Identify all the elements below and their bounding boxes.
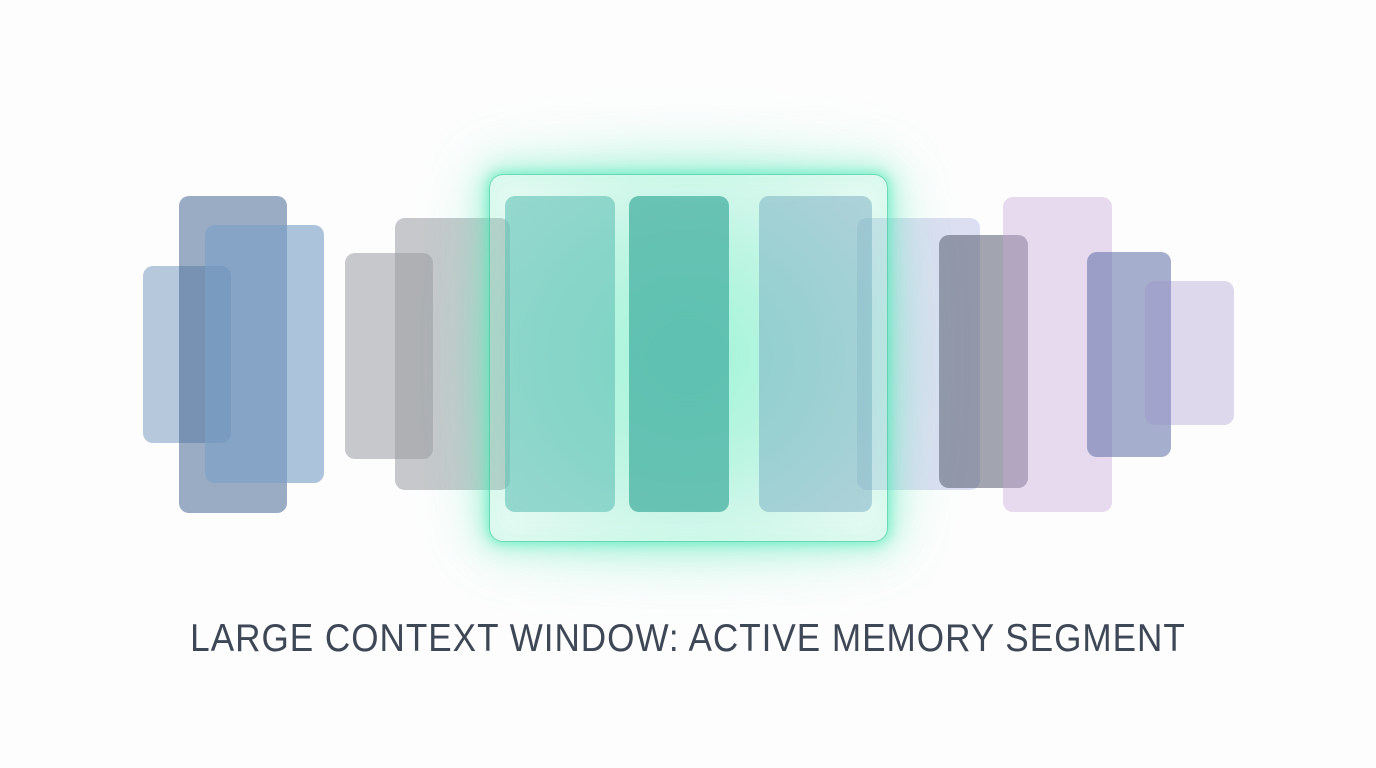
- token-block-2[interactable]: [179, 196, 287, 513]
- token-block-13[interactable]: [1145, 281, 1234, 425]
- page-title: LARGE CONTEXT WINDOW: ACTIVE MEMORY SEGM…: [190, 617, 1186, 660]
- token-block-12[interactable]: [1087, 252, 1171, 457]
- active-window-frame[interactable]: [489, 174, 888, 542]
- token-block-11[interactable]: [1003, 197, 1112, 512]
- token-block-1[interactable]: [143, 266, 231, 443]
- token-block-10[interactable]: [939, 235, 1028, 488]
- token-block-4[interactable]: [345, 253, 433, 459]
- token-block-3[interactable]: [205, 225, 324, 483]
